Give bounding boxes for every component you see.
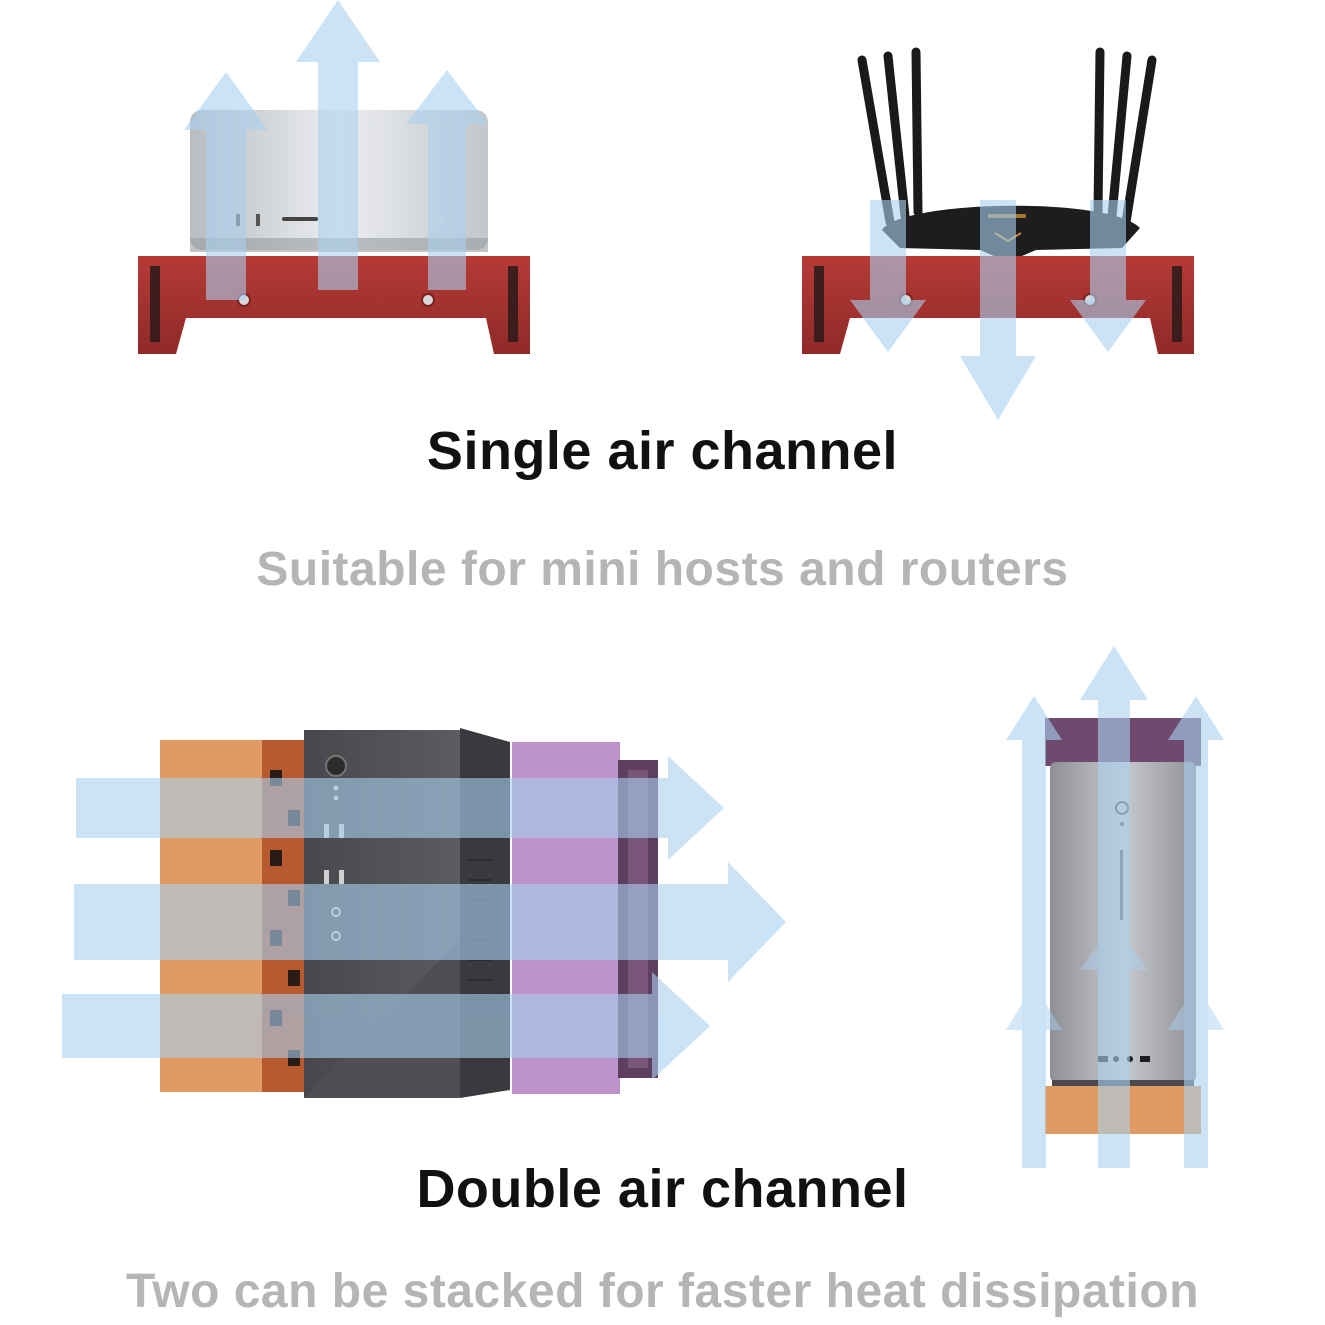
airflow-arrow-icon (960, 200, 1036, 420)
airflow-arrow-icon (1070, 200, 1146, 352)
airflow-arrow-icon (1168, 696, 1224, 1168)
airflow-arrow-icon (850, 200, 926, 352)
airflow-arrow-icon (62, 972, 710, 1080)
airflow-arrow-icon (1006, 696, 1062, 1168)
double-channel-heading: Double air channel (416, 1159, 909, 1219)
airflow-arrow-icon (1080, 924, 1148, 1120)
double-channel-subheading: Two can be stacked for faster heat dissi… (125, 1265, 1200, 1318)
airflow-arrow-icon (74, 862, 786, 982)
airflow-arrows (62, 0, 1224, 1168)
airflow-arrow-icon (1080, 646, 1148, 1168)
airflow-arrow-icon (184, 72, 268, 300)
single-channel-heading: Single air channel (426, 421, 899, 481)
airflow-arrow-icon (1168, 984, 1224, 1160)
airflow-arrow-icon (1006, 984, 1062, 1160)
airflow-arrow-icon (406, 70, 488, 290)
single-channel-subheading: Suitable for mini hosts and routers (256, 543, 1069, 596)
airflow-arrow-icon (296, 0, 380, 290)
airflow-arrow-icon (76, 756, 724, 860)
